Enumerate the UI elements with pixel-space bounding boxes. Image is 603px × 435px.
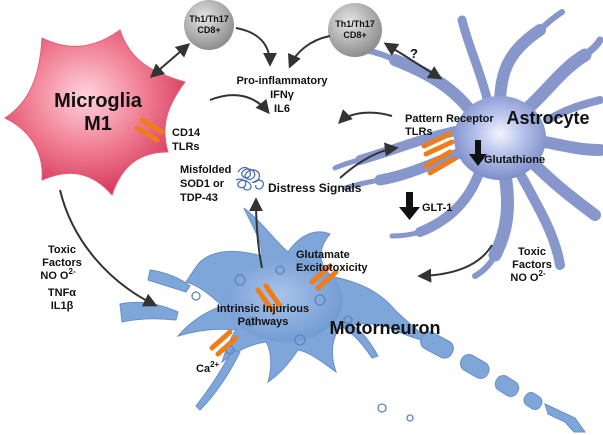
receptor-astrocyte-glt1 [423, 149, 457, 176]
receptor-neuron-calcium [209, 329, 239, 357]
astrocyte-cell [332, 9, 603, 279]
tlrs-label-microglia: TLRs [172, 141, 200, 153]
receptor-astrocyte [421, 131, 455, 157]
glt1-label: GLT-1 [422, 202, 452, 214]
arrows [59, 27, 493, 307]
intrinsic-label-2: Pathways [238, 316, 289, 328]
motorneuron-label: Motorneuron [330, 318, 441, 338]
receptor-neuron-glutamate [309, 263, 339, 291]
toxic-right-line2: Factors [512, 259, 552, 271]
arrow-distress-astrocyte [339, 142, 399, 179]
question-label: ? [410, 46, 418, 61]
receptor-microglia [134, 117, 165, 143]
decrease-glt1-icon [399, 192, 420, 220]
il6-label: IL6 [274, 103, 290, 115]
motorneuron-axon [420, 331, 586, 433]
arrow-microglia-proinflammatory [209, 94, 270, 115]
arrow-astrocyte-toxic [417, 244, 493, 283]
proinflammatory-label: Pro-inflammatory [236, 75, 328, 87]
tcell-right-label-1: Th1/Th17 [335, 19, 375, 29]
glutamate-label: Glutamate [296, 249, 350, 261]
excitotoxicity-label: Excitotoxicity [296, 262, 368, 274]
ifng-label: IFNγ [270, 89, 295, 101]
arrow-astrocyte-proinflammatory [338, 109, 393, 124]
toxic-left-line4: TNFα [48, 287, 76, 299]
sod1-label: SOD1 or [180, 178, 225, 190]
arrow-neuron-distress [249, 197, 264, 269]
tcell-left [184, 0, 234, 50]
microglia-label-1: Microglia [54, 90, 143, 112]
tcell-left-label-2: CD8+ [197, 25, 220, 35]
arrow-tcell-astrocyte [383, 42, 443, 80]
arrow-tcell-right-proinflammatory [287, 35, 331, 69]
toxic-right-line3: NO O2- [510, 269, 546, 284]
tdp43-label: TDP-43 [180, 192, 218, 204]
astrocyte-label: Astrocyte [506, 108, 589, 128]
arrow-microglia-toxic [59, 189, 158, 307]
cd14-label: CD14 [172, 127, 201, 139]
toxic-left-line2: Factors [42, 257, 82, 269]
tcell-left-label-1: Th1/Th17 [189, 14, 229, 24]
misfolded-label: Misfolded [180, 164, 231, 176]
tcell-right-label-2: CD8+ [343, 30, 366, 40]
toxic-left-line5: IL1β [51, 300, 74, 312]
receptor-neuron-intrinsic [255, 283, 283, 313]
microglia-label-2: M1 [84, 113, 112, 135]
microglia-cell [3, 29, 186, 196]
toxic-left-line3: NO O2- [40, 267, 76, 282]
toxic-left-line1: Toxic [48, 244, 76, 256]
tcell-right [328, 3, 382, 57]
distress-signals-label: Distress Signals [268, 181, 362, 195]
distress-signal-icon [235, 166, 265, 191]
glutathione-label: Glutathione [484, 154, 545, 166]
toxic-right-line1: Toxic [518, 246, 546, 258]
pattern-receptor-label: Pattern Receptor [405, 113, 494, 125]
decrease-glutathione-icon [469, 140, 487, 166]
calcium-label: Ca2+ [196, 360, 220, 375]
arrow-microglia-tcell [149, 43, 191, 78]
tlrs-label-astrocyte: TLRs [405, 126, 433, 138]
arrow-tcell-left-proinflammatory [235, 27, 277, 67]
intrinsic-label-1: Intrinsic Injurious [217, 303, 309, 315]
